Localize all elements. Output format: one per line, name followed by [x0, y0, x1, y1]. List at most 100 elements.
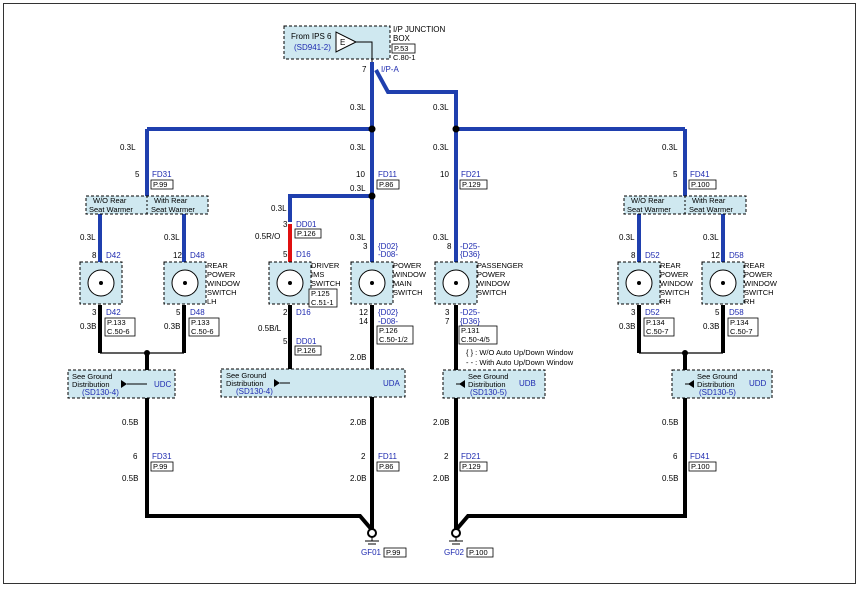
pass-top-conn2[interactable]: {D36}	[460, 250, 480, 259]
main-fd-conn[interactable]: FD11	[378, 170, 398, 179]
dd2-ref[interactable]: P.126	[297, 346, 316, 355]
pass-sw-name: POWER	[477, 270, 506, 279]
main-bot-ref[interactable]: P.86	[379, 462, 393, 471]
lh-ref-a1[interactable]: P.133	[107, 318, 126, 327]
rh-b-conn-bot[interactable]: D58	[729, 308, 744, 317]
rh-ref-b1[interactable]: P.134	[730, 318, 749, 327]
ips-lead	[356, 41, 373, 62]
main-fd-pin: 10	[356, 170, 365, 179]
pass-bot-conn[interactable]: FD21	[461, 452, 481, 461]
lh-fd-ref[interactable]: P.99	[153, 180, 167, 189]
rh-bot-conn[interactable]: FD41	[690, 452, 710, 461]
dd-conn[interactable]: DD01	[296, 220, 317, 229]
lh-ref-b2[interactable]: C.50-6	[191, 327, 214, 336]
wire-size: 0.3B	[703, 322, 719, 331]
lh-gnd-ref[interactable]: (SD130-4)	[82, 388, 119, 397]
lh-opt1-b: Seat Warmer	[89, 205, 133, 214]
main-top-conn1[interactable]: {D02}	[378, 242, 398, 251]
udd-ref[interactable]: (SD130-5)	[699, 388, 736, 397]
dd2-conn[interactable]: DD01	[296, 337, 317, 346]
main-ref2[interactable]: C.50-1/2	[379, 335, 408, 344]
rh-switch-b[interactable]	[701, 261, 745, 305]
gf02-label[interactable]: GF02	[444, 548, 465, 557]
lh-ref-b1[interactable]: P.133	[191, 318, 210, 327]
lh-bot-conn[interactable]: FD31	[152, 452, 172, 461]
pass-fd-ref[interactable]: P.129	[462, 180, 481, 189]
main-top-conn2[interactable]: -D08-	[378, 250, 398, 259]
pass-bot-conn1[interactable]: -D25-	[460, 308, 480, 317]
wire-size: 0.3L	[350, 103, 366, 112]
junction-dot	[682, 350, 688, 356]
rh-ref-a2[interactable]: C.50-7	[646, 327, 669, 336]
jb-conn[interactable]: I/P-A	[381, 65, 399, 74]
ref-box	[466, 547, 494, 558]
ref-box	[459, 461, 488, 472]
lh-opt2-b: Seat Warmer	[151, 205, 195, 214]
black-wire-group	[98, 305, 725, 532]
rh-fd-ref[interactable]: P.100	[691, 180, 710, 189]
pass-bot-conn2[interactable]: {D36}	[460, 317, 480, 326]
rh-a-conn-bot[interactable]: D52	[645, 308, 660, 317]
main-bot-conn2[interactable]: -D08-	[378, 317, 398, 326]
rh-sw-name-a: WINDOW	[660, 279, 694, 288]
dd-ref[interactable]: P.126	[297, 229, 316, 238]
wire-size: 0.5B	[122, 418, 138, 427]
rh-ref-a1[interactable]: P.134	[646, 318, 665, 327]
ims-name: IMS	[311, 270, 324, 279]
rh-sw-name-a: SWITCH	[660, 288, 690, 297]
from-ips-label: From IPS 6	[291, 32, 332, 41]
main-sw-name: SWITCH	[393, 288, 423, 297]
main-bot-conn[interactable]: FD11	[378, 452, 398, 461]
rh-a-pin-bot: 3	[631, 308, 636, 317]
ims-ref2[interactable]: C.51-1	[311, 298, 334, 307]
lh-a-conn[interactable]: D42	[106, 251, 121, 260]
rh-bot-ref[interactable]: P.100	[691, 462, 710, 471]
pass-ref1[interactable]: P.131	[461, 326, 480, 335]
gf02-ref[interactable]: P.100	[469, 548, 488, 557]
arrow-icon	[121, 380, 127, 388]
rh-fd-conn[interactable]: FD41	[690, 170, 710, 179]
ref-box	[688, 179, 717, 190]
main-fd-ref[interactable]: P.86	[379, 180, 393, 189]
lh-opt2-a: With Rear	[154, 196, 188, 205]
motor-icon	[637, 281, 641, 285]
lh-b-conn[interactable]: D48	[190, 251, 205, 260]
from-ips-ref[interactable]: (SD941-2)	[294, 43, 331, 52]
udb-line1: See Ground	[468, 372, 508, 381]
main-ref1[interactable]: P.126	[379, 326, 398, 335]
lh-bot-ref[interactable]: P.99	[153, 462, 167, 471]
jb-ref-conn[interactable]: C.80-1	[393, 53, 416, 62]
ref-box	[376, 461, 400, 472]
ims-conn[interactable]: D16	[296, 250, 311, 259]
lh-a-conn-bot[interactable]: D42	[106, 308, 121, 317]
wire-size: 0.3L	[433, 103, 449, 112]
ims-ref1[interactable]: P.125	[311, 289, 330, 298]
rh-ref-b2[interactable]: C.50-7	[730, 327, 753, 336]
lh-ref-a2[interactable]: C.50-6	[107, 327, 130, 336]
pass-top-conn1[interactable]: -D25-	[460, 242, 480, 251]
pass-fd-conn[interactable]: FD21	[461, 170, 481, 179]
lh-fd-pin: 5	[135, 170, 140, 179]
udb-ref[interactable]: (SD130-5)	[470, 388, 507, 397]
gf01-label[interactable]: GF01	[361, 548, 382, 557]
gf01-ref[interactable]: P.99	[386, 548, 400, 557]
jb-ref-page[interactable]: P.53	[394, 44, 408, 53]
lh-opt1-a: W/O Rear	[93, 196, 127, 205]
lh-fd-conn[interactable]: FD31	[152, 170, 172, 179]
motor-icon	[183, 281, 187, 285]
uda-ground-box[interactable]	[220, 368, 406, 398]
rh-a-conn[interactable]: D52	[645, 251, 660, 260]
pass-fd-pin: 10	[440, 170, 449, 179]
pass-ref2[interactable]: C.50-4/5	[461, 335, 490, 344]
main-sw-name: WINDOW	[393, 270, 427, 279]
uda-ref[interactable]: (SD130-4)	[236, 387, 273, 396]
main-bot-conn1[interactable]: {D02}	[378, 308, 398, 317]
dd-pin: 3	[283, 220, 288, 229]
ims-conn-bot[interactable]: D16	[296, 308, 311, 317]
rh-opt2-a: With Rear	[692, 196, 726, 205]
pass-bot-ref[interactable]: P.129	[462, 462, 481, 471]
rh-b-conn[interactable]: D58	[729, 251, 744, 260]
wire-size: 0.3L	[80, 233, 96, 242]
ims-name: SWITCH	[311, 279, 341, 288]
lh-b-conn-bot[interactable]: D48	[190, 308, 205, 317]
